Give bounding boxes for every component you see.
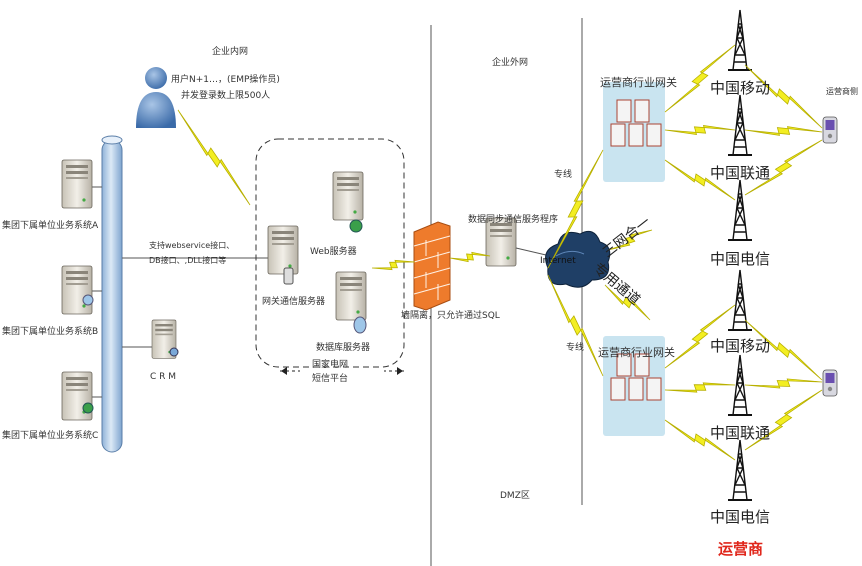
internet-cloud-icon	[545, 230, 611, 288]
globe-icon	[82, 402, 94, 414]
gateway-bottom-label: 运营商行业网关	[598, 346, 675, 359]
interface-note-line2: DB接口、,DLL接口等	[149, 256, 227, 265]
lightning-bolt-icon	[664, 159, 736, 201]
lightning-bolt-icon	[604, 284, 651, 321]
sync-server-icon	[485, 217, 517, 267]
platform-title-line1: 国家电网	[312, 360, 349, 370]
wireless-links	[177, 44, 823, 461]
internet-label: Internet	[540, 256, 576, 266]
zone-dmz-label: DMZ区	[500, 491, 530, 501]
dedicated-line-bottom: 专线	[566, 343, 585, 353]
crm-label: C R M	[150, 372, 177, 382]
lightning-bolt-icon	[744, 139, 823, 196]
db-server-icon	[335, 271, 367, 321]
tower-telecom-top-icon	[727, 179, 753, 241]
mobile-phone-bottom-icon	[822, 369, 838, 397]
sms-platform-box	[255, 138, 405, 368]
operators-title: 运营商	[718, 540, 764, 558]
zone-intranet-label: 企业内网	[212, 47, 249, 57]
lightning-bolt-icon	[744, 319, 823, 381]
phone-small-icon	[283, 267, 294, 285]
database-icon	[353, 316, 367, 334]
system-b-label: 集团下属单位业务系统B	[2, 327, 99, 337]
enterprise-bus-pipe	[101, 135, 123, 453]
globe-icon	[349, 219, 363, 233]
lightning-bolt-icon	[664, 44, 736, 113]
lightning-bolt-icon	[449, 251, 491, 263]
firewall-icon	[413, 221, 451, 311]
system-a-server-icon	[61, 159, 93, 209]
lightning-bolt-icon	[744, 126, 823, 136]
platform-title-line2: 短信平台	[312, 374, 349, 384]
tower-telecom-bottom-icon	[727, 439, 753, 501]
interface-note-line1: 支持webservice接口、	[149, 241, 235, 250]
system-b-server-icon	[61, 265, 93, 315]
carrier-telecom-top: 中国电信	[710, 250, 771, 268]
lightning-bolt-icon	[177, 109, 251, 206]
gateway-top-label: 运营商行业网关	[600, 76, 677, 89]
crm-disc-icon	[169, 347, 179, 357]
operator-gateway-top-icon	[602, 81, 666, 183]
operator-side-label: 运营商侧	[826, 87, 858, 96]
db-server-label: 数据库服务器	[316, 343, 371, 353]
lightning-bolt-icon	[744, 378, 823, 389]
lightning-bolt-icon	[371, 259, 416, 271]
web-server-label: Web服务器	[310, 247, 357, 257]
user-line2: 并发登录数上限500人	[181, 91, 271, 101]
gateway-server-icon	[267, 225, 299, 275]
firewall-note: 墙隔离，只允许通过SQL	[401, 311, 500, 321]
carrier-mobile-top: 中国移动	[710, 79, 771, 97]
user-line1: 用户N+1…，(EMP操作员)	[171, 75, 280, 85]
lightning-bolt-icon	[664, 304, 736, 369]
database-icon	[82, 294, 94, 306]
web-server-icon	[332, 171, 364, 221]
system-a-label: 集团下属单位业务系统A	[2, 221, 99, 231]
gateway-server-label: 网关通信服务器	[262, 297, 326, 307]
lightning-bolt-icon	[744, 64, 823, 129]
sync-server-label: 数据同步通信服务程序	[468, 215, 559, 225]
carrier-unicom-bottom: 中国联通	[710, 424, 771, 442]
lightning-bolt-icon	[664, 419, 736, 461]
tower-unicom-top-icon	[727, 94, 753, 156]
carrier-telecom-bottom: 中国电信	[710, 508, 771, 526]
link-sync-cloud	[515, 247, 547, 256]
lightning-bolt-icon	[744, 389, 823, 451]
user-person-icon	[136, 67, 176, 128]
tower-mobile-top-icon	[727, 9, 753, 71]
carrier-unicom-top: 中国联通	[710, 164, 771, 182]
zone-extranet-label: 企业外网	[492, 58, 529, 68]
lightning-bolt-icon	[607, 229, 653, 251]
lightning-bolt-icon	[547, 149, 604, 269]
lightning-bolt-icon	[664, 382, 736, 393]
system-c-label: 集团下属单位业务系统C	[2, 431, 99, 441]
tower-mobile-bottom-icon	[727, 269, 753, 331]
dedicated-line-top: 专线	[554, 170, 573, 180]
carrier-mobile-bottom: 中国移动	[710, 337, 771, 355]
lightning-bolt-icon	[664, 125, 736, 135]
mobile-phone-top-icon	[822, 116, 838, 144]
lightning-bolt-icon	[547, 274, 604, 377]
